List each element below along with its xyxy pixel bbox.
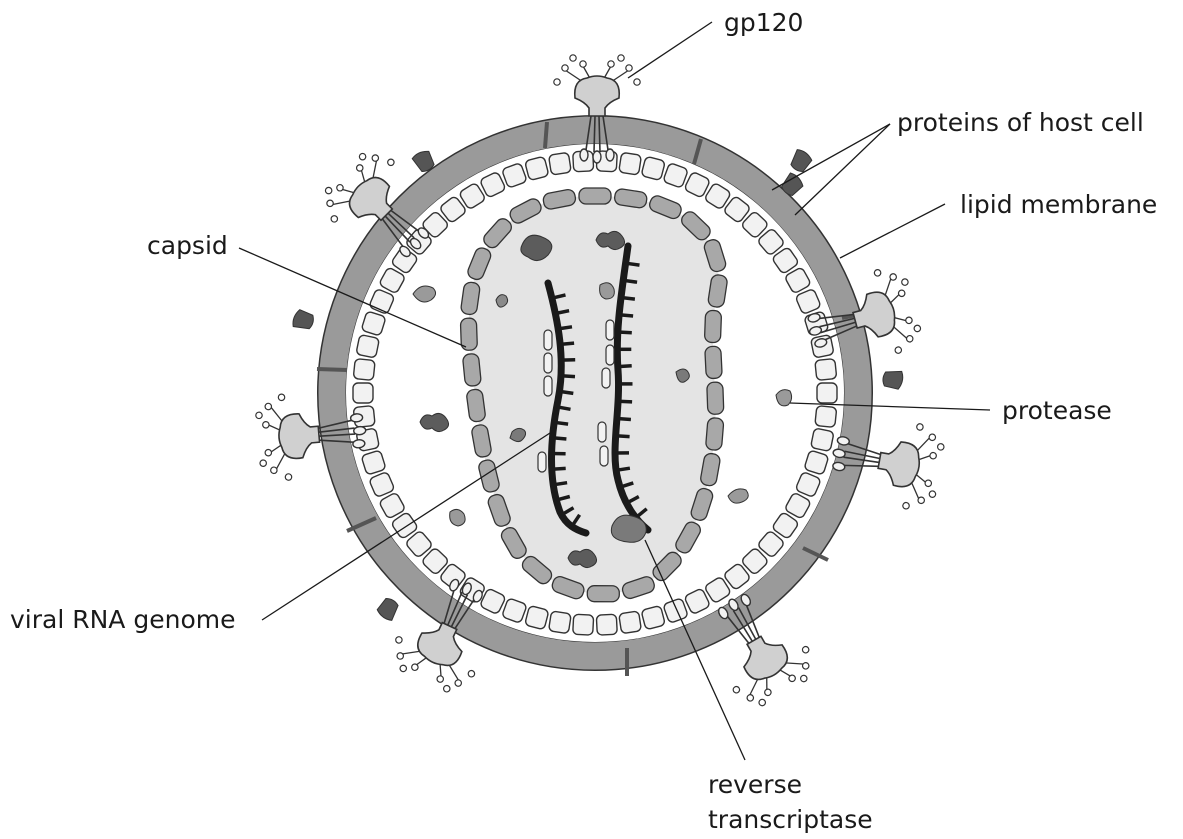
rna-base-tick: [561, 376, 575, 377]
label-reverse-transcriptase-2: transcriptase: [708, 805, 873, 834]
rna-base-tick: [558, 327, 572, 329]
rna-base-tick: [618, 366, 632, 367]
matrix-subunit: [817, 383, 837, 403]
capsid-segment: [579, 188, 611, 204]
label-capsid: capsid: [147, 231, 228, 260]
rna-base-tick: [618, 401, 632, 402]
capsid-segment: [707, 382, 724, 415]
matrix-subunit: [815, 406, 837, 428]
matrix-subunit: [573, 614, 594, 635]
label-reverse-transcriptase-1: reverse: [708, 770, 802, 799]
rna-base-tick: [557, 407, 571, 410]
capsid-segment: [462, 353, 481, 386]
label-viral-rna: viral RNA genome: [10, 605, 235, 634]
label-lipid-membrane: lipid membrane: [960, 190, 1157, 219]
rna-base-tick: [616, 436, 630, 437]
capsid-segment: [705, 417, 724, 450]
matrix-subunit: [353, 359, 375, 381]
matrix-subunit: [619, 611, 642, 634]
rna-base-tick: [617, 419, 631, 420]
rna-base-tick: [553, 483, 567, 485]
matrix-subunit: [641, 605, 665, 629]
matrix-subunit: [549, 152, 572, 175]
rna-base-tick: [626, 263, 640, 265]
label-gp120: gp120: [724, 8, 803, 37]
rna-base-tick: [621, 298, 635, 300]
capsid-segment: [587, 586, 619, 602]
label-host-proteins: proteins of host cell: [897, 108, 1144, 137]
rna-base-tick: [616, 468, 630, 470]
matrix-subunit: [353, 383, 373, 403]
matrix-subunit: [815, 359, 837, 381]
rna-base-tick: [560, 391, 574, 393]
matrix-subunit: [596, 614, 617, 635]
matrix-subunit: [525, 156, 549, 180]
matrix-subunit: [549, 611, 572, 634]
rna-base-tick: [552, 468, 566, 469]
capsid-segment: [705, 346, 723, 379]
label-protease: protease: [1002, 396, 1112, 425]
rna-base-tick: [554, 422, 568, 424]
matrix-subunit: [525, 605, 549, 629]
matrix-subunit: [641, 156, 665, 180]
reverse-transcriptase-blob: [611, 515, 646, 542]
rna-base-tick: [560, 343, 574, 344]
capsid-segment: [704, 310, 721, 343]
matrix-subunit: [619, 152, 642, 175]
rna-base-tick: [619, 315, 633, 316]
rna-base-tick: [623, 280, 637, 282]
rna-base-tick: [618, 332, 632, 333]
matrix-subunit: [356, 334, 380, 358]
matrix-subunit: [810, 428, 834, 452]
rna-base-tick: [553, 438, 567, 439]
